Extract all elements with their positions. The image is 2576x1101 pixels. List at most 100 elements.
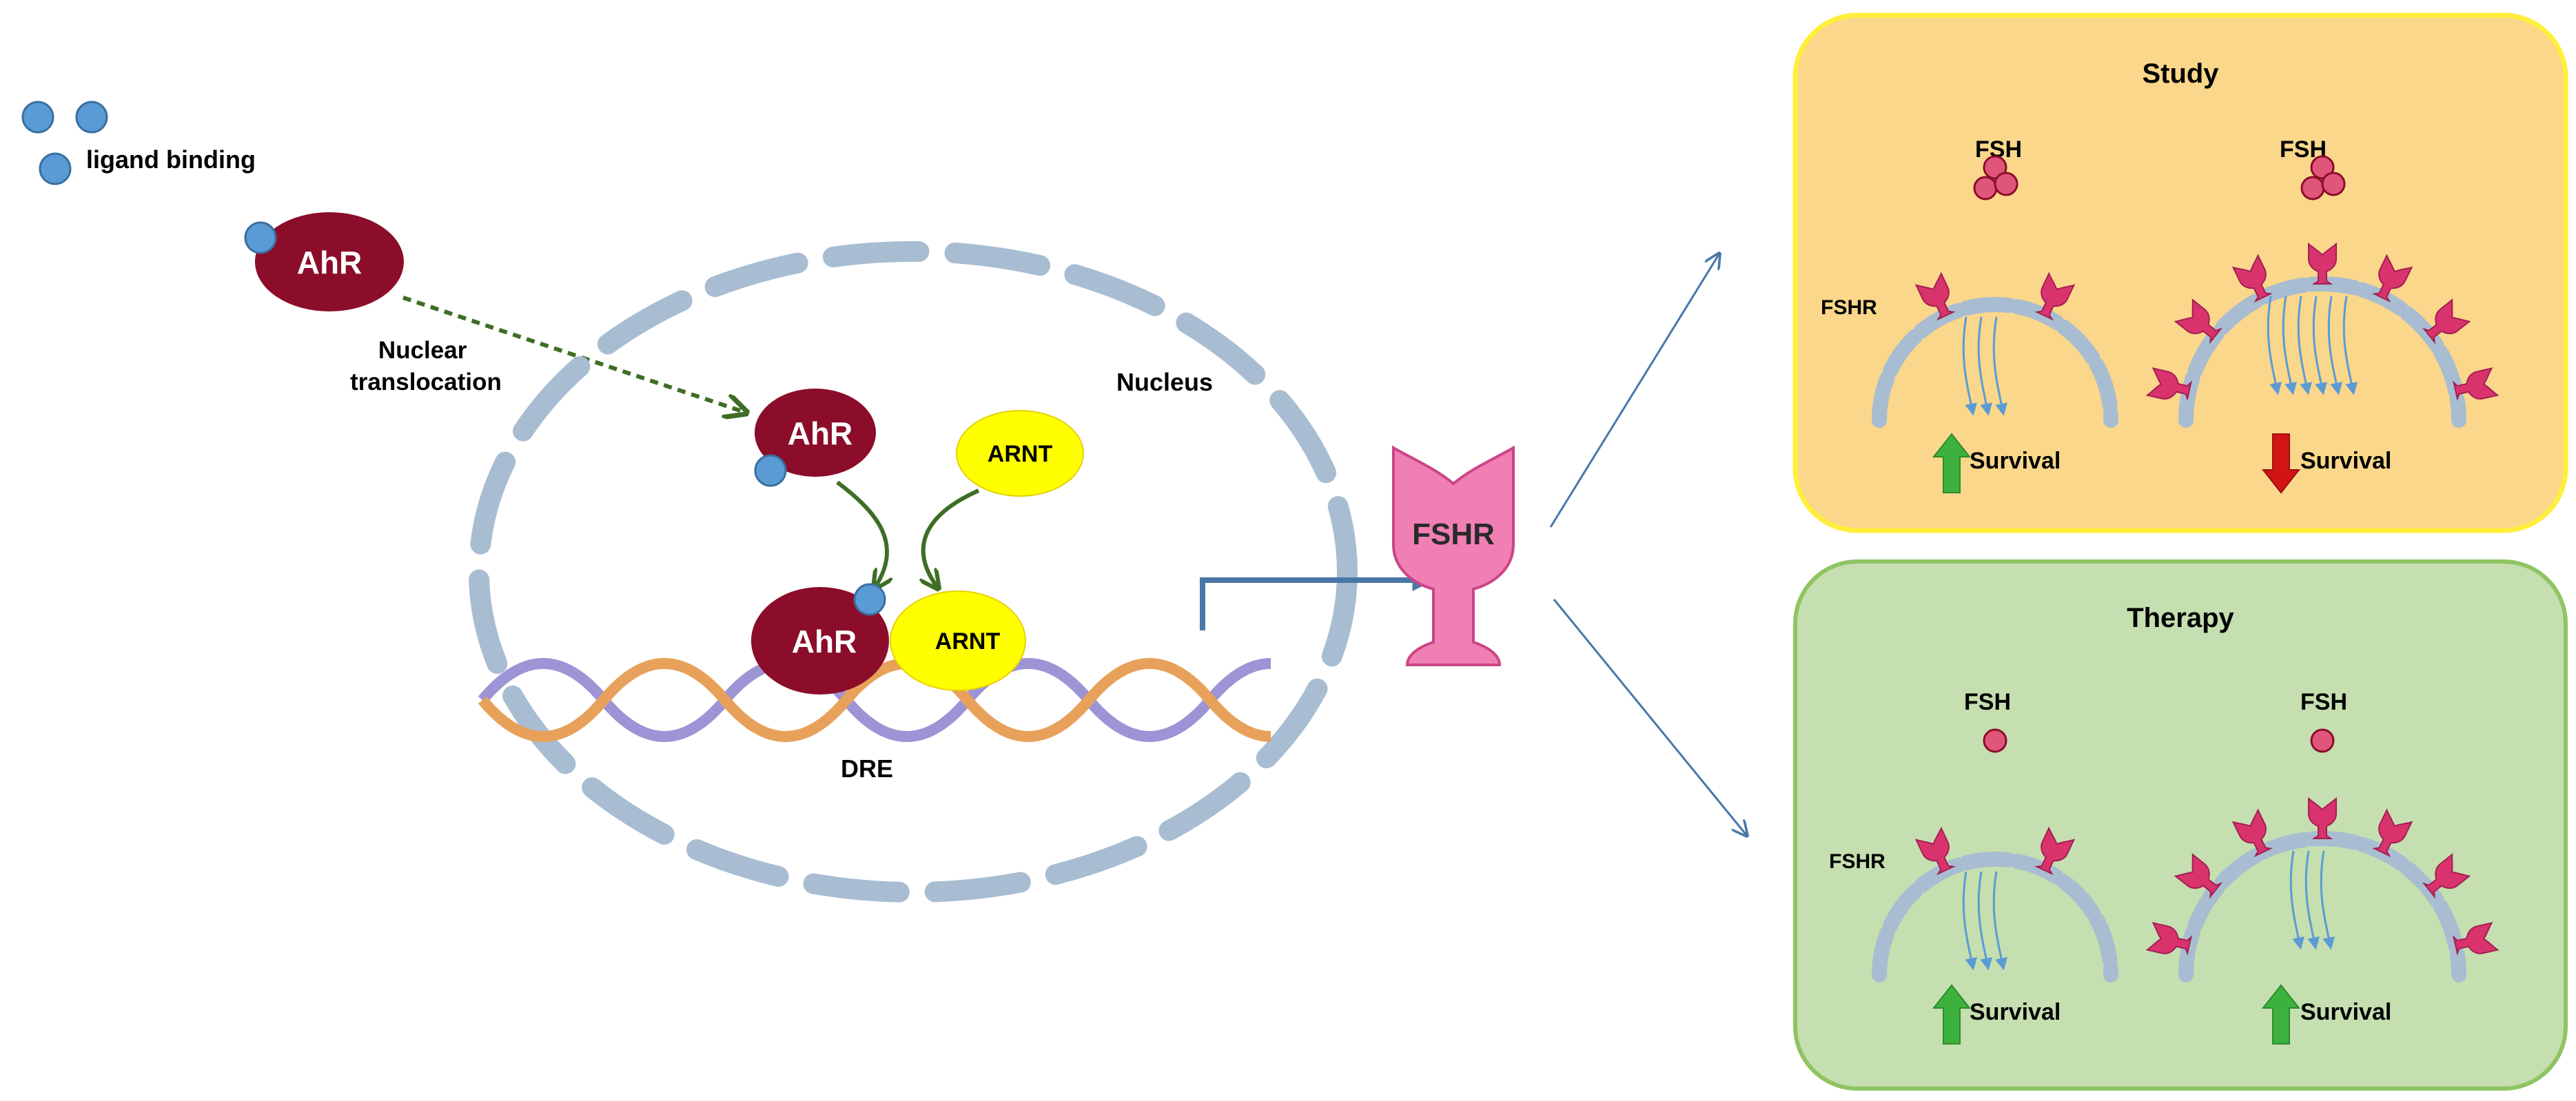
receptor-shape [2452, 922, 2500, 956]
ligand-binding-label: ligand binding [86, 145, 256, 174]
signaling-arrow [1992, 871, 2007, 971]
receptor-shape [1914, 271, 1956, 321]
fshr-receptor-icon [1392, 445, 1515, 666]
nuclear-envelope [469, 241, 1358, 903]
survival-up-arrow [2261, 984, 2301, 1045]
arnt-dimerization-arrow [923, 488, 980, 587]
fshr-receptor-icon [2422, 853, 2471, 899]
receptor-shape [2308, 242, 2337, 285]
ahr-dimerization-arrow [836, 480, 887, 587]
signaling-arrow [1962, 316, 1977, 416]
arnt-free [956, 410, 1084, 497]
dre-label: DRE [841, 754, 893, 783]
receptor-shape [2174, 298, 2223, 344]
survival-label: Survival [2300, 448, 2391, 474]
fsh-label: FSH [1964, 689, 2011, 715]
fshr-receptor-icon [2371, 254, 2413, 303]
receptor-shape [2145, 367, 2193, 401]
signaling-arrow [2297, 296, 2312, 395]
signaling-arrow [1977, 871, 1992, 971]
study-panel-bg [1792, 12, 2568, 533]
fsh-ligand [1973, 176, 1998, 200]
fshr-receptor-icon [2174, 853, 2223, 899]
receptor-shape [2231, 254, 2273, 303]
survival-down-arrow [2261, 433, 2301, 494]
fshr-receptor-icon [2034, 271, 2076, 321]
receptor-shape [2371, 808, 2413, 858]
fshr-receptor-icon [2308, 796, 2337, 839]
cell-membrane-normal [1872, 155, 2118, 428]
ahr-label: AhR [297, 245, 362, 280]
cell-membrane-overexpressed [2145, 728, 2500, 982]
cell-membrane-normal [1872, 728, 2118, 982]
receptor-shape [2422, 853, 2471, 899]
study-title: Study [2142, 59, 2219, 89]
nucleus-label: Nucleus [1116, 368, 1213, 396]
branch-arrow-study [1549, 254, 1719, 528]
signaling-arrow [2312, 296, 2327, 395]
arnt-bound [890, 590, 1026, 691]
survival-label: Survival [2300, 999, 2391, 1025]
fshr-receptor-icon [2308, 242, 2337, 285]
signaling-arrow [1977, 316, 1992, 416]
fsh-ligand [1983, 155, 2007, 180]
signaling-arrow [2282, 296, 2297, 395]
signaling-arrow [2289, 850, 2304, 950]
ahr-bound [751, 587, 889, 694]
receptor-shape [2371, 254, 2413, 303]
fshr-receptor-icon [2231, 254, 2273, 303]
cell-membrane-overexpressed [2145, 155, 2500, 428]
signaling-arrow [2304, 850, 2320, 950]
arnt-label: ARNT [988, 441, 1053, 467]
fshr-label: FSHR [1829, 850, 1885, 873]
ligand-molecule [21, 101, 54, 134]
fsh-label: FSH [2300, 689, 2347, 715]
receptor-shape [1914, 826, 1956, 876]
signaling-arrow [2267, 296, 2282, 395]
fshr-receptor-icon [2174, 298, 2223, 344]
dna-helix [478, 657, 1271, 743]
receptor-shape [2174, 853, 2223, 899]
signaling-arrow [2342, 296, 2358, 395]
therapy-panel-bg [1793, 559, 2568, 1091]
fshr-receptor-icon [2034, 826, 2076, 876]
ligand-molecule [39, 152, 72, 185]
receptor-shape [2231, 808, 2273, 858]
survival-up-arrow [1932, 984, 1972, 1045]
ahr-label: AhR [792, 624, 857, 659]
fsh-ligand [1994, 172, 2018, 196]
cell-membrane-arc [1872, 852, 2118, 982]
fshr-receptor-icon [2422, 298, 2471, 344]
signaling-arrow [2320, 850, 2335, 950]
receptor-shape [2145, 922, 2193, 956]
fshr-center-label: FSHR [1412, 517, 1495, 551]
fshr-receptor-icon [2145, 367, 2193, 401]
fsh-ligand [1983, 728, 2007, 753]
survival-up-arrow [1932, 433, 1972, 493]
survival-label: Survival [1970, 999, 2061, 1025]
receptor-shape [2034, 271, 2076, 321]
ahr-nuclear [755, 389, 876, 477]
arnt-label: ARNT [935, 628, 1001, 655]
signaling-arrow [1992, 316, 2007, 416]
cell-membrane-arc [1872, 297, 2118, 428]
fsh-ligand [2310, 728, 2335, 753]
ahr-label: AhR [788, 415, 853, 451]
therapy-panel: Therapy FSH FSH FSHR Survival Survival [1793, 559, 2568, 1091]
signaling-arrow [1962, 871, 1977, 971]
branch-arrow-therapy [1553, 599, 1747, 836]
fsh-ligand [2310, 155, 2335, 180]
survival-label: Survival [1970, 448, 2061, 474]
ligand-molecule [75, 101, 108, 134]
bound-ligand [754, 454, 787, 487]
fshr-receptor-icon [2452, 922, 2500, 956]
fshr-receptor-icon [2452, 367, 2500, 401]
ahr-cytoplasmic [255, 212, 404, 311]
expression-arrow [1200, 569, 1435, 630]
translocation-arrow [402, 296, 744, 412]
fshr-receptor-icon [1914, 826, 1956, 876]
bound-ligand [244, 221, 277, 254]
fshr-receptor-icon [1914, 271, 1956, 321]
fshr-receptor-icon [2231, 808, 2273, 858]
fsh-ligand [2300, 176, 2325, 200]
